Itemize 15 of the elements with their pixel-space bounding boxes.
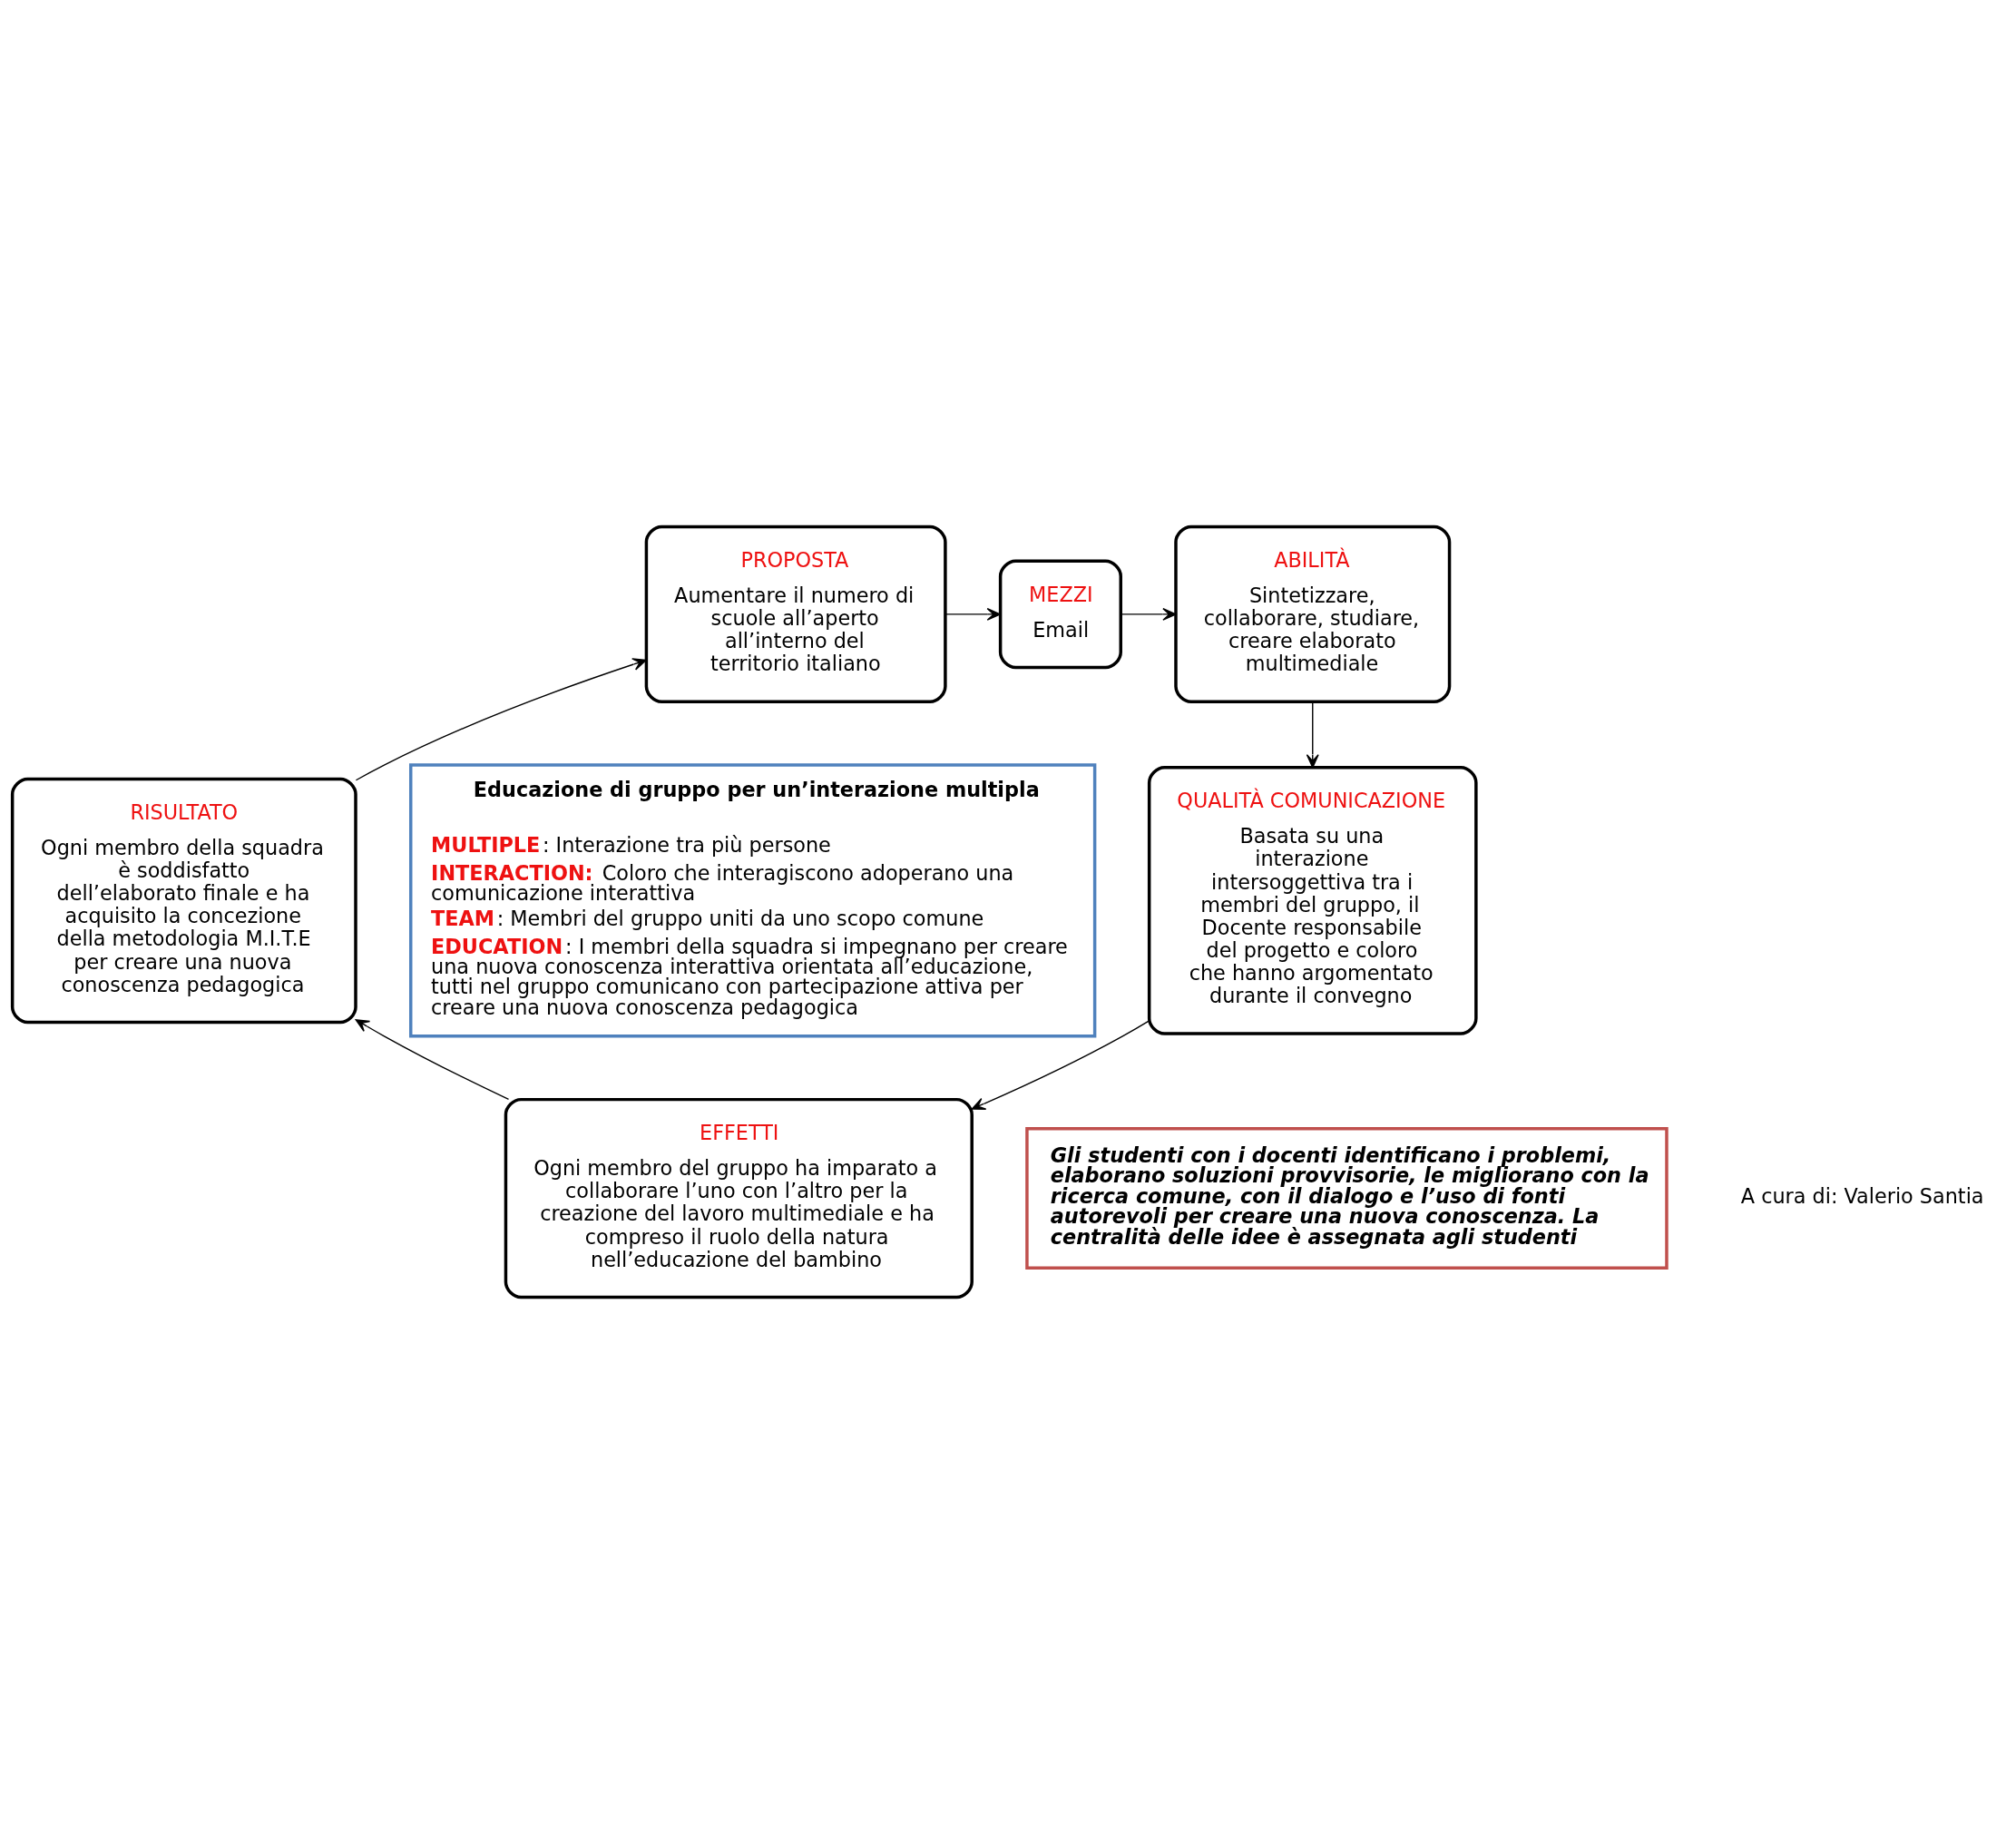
label: A cura di: Valerio Santia	[1740, 1183, 1984, 1208]
arrow	[355, 658, 647, 781]
arrow	[1306, 701, 1319, 769]
node-box: PROPOSTA Aumentare il numero di scuole all’aperto all’interno del territorio italiano	[644, 525, 947, 703]
node-box: MEZZI Email	[998, 559, 1122, 670]
node-box: EFFETTI Ogni membro del gruppo ha imparato a collaborare l’uno con l’altro per la creazione del lavoro multimediale e ha compreso il ruolo della natura nell’educazione del bambino	[504, 1097, 974, 1299]
node-box: Gli studenti con i docenti identificano i problemi, elaborano soluzioni provvisorie, le migliorano con la ricerca comune, con il dialogo e l’uso di fonti autorevoli per creare una nuova conoscenza. La centralità delle idee è assegnata agli studenti	[1025, 1127, 1669, 1270]
node-box: RISULTATO Ogni membro della squadra è soddisfatto dell’elaborato finale e ha acquisito la concezione della metodologia M.I.T.E per creare una nuova conoscenza pedagogica	[10, 777, 357, 1025]
arrow	[355, 1019, 510, 1101]
node-box: ABILITÀ Sintetizzare, collaborare, studiare, creare elaborato multimediale	[1174, 525, 1452, 703]
node-box: QUALITÀ COMUNICAZIONE Basata su una interazione intersoggettiva tra i membri del gruppo, il Docente responsabile del progetto e coloro che hanno argomentato durante il convegno	[1147, 766, 1478, 1035]
arrow	[971, 1020, 1150, 1110]
arrow	[944, 607, 1001, 621]
node-box: Educazione di gruppo per un’interazione multipla MULTIPLE: Interazione tra più persone INTERACTION: Coloro che interagiscono adoperano una comunicazione interattiva TEAM: Membri del gruppo uniti da uno scopo comune EDUCATION: I membri della squadra si impegnano per creare una nuova conoscenza interattiva orientata all’educazione, tutti nel gruppo comunicano con partecipazione attiva per creare una nuova conoscenza pedagogica	[409, 763, 1097, 1038]
arrow	[1121, 607, 1177, 621]
